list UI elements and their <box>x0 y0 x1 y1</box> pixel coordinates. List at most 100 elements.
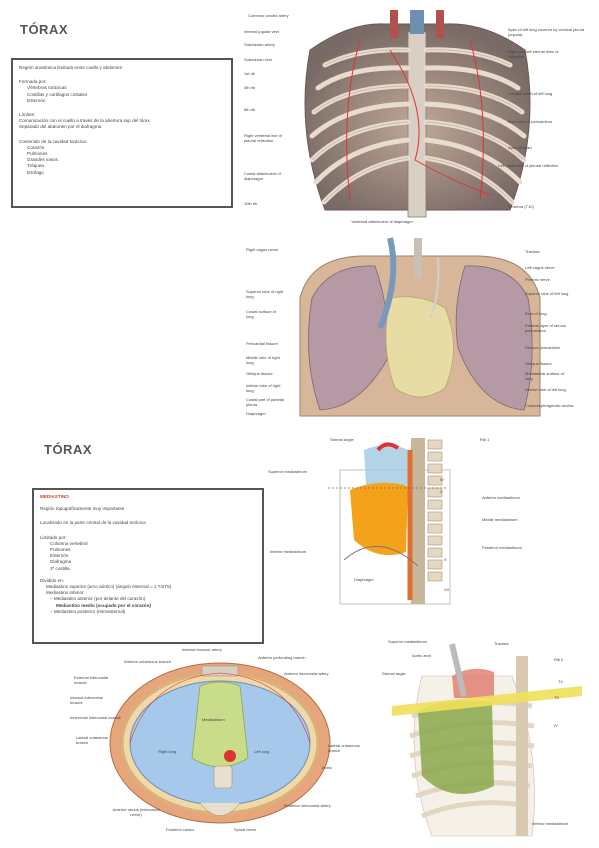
divided-item: Mediastino inferior <box>46 590 84 596</box>
lateral-label: Trachea <box>494 641 509 646</box>
mediastinum-info-box: MEDIASTINO Región topográficamente muy i… <box>32 488 264 644</box>
cross-label-top: Anterior intercostal artery <box>284 671 329 676</box>
cross-label-right: Posterior intercostal artery <box>284 803 331 808</box>
lung-label-right: Fibrous pericardium <box>525 345 561 350</box>
lateral-label: IV <box>554 723 558 728</box>
rib-label-right: Apex of heart <box>508 145 532 150</box>
sagittal-label: Posterior mediastinum <box>482 545 522 550</box>
lung-label-right: Parietal layer of serous pericardium <box>525 323 566 333</box>
lung-label-left: Diaphragm <box>246 411 266 416</box>
lung-label-right: Superior lobe of left lung <box>525 291 569 296</box>
divided-item: – Mediastino anterior (por delante del c… <box>50 596 146 602</box>
rib-label-right: Vertebra (T10) <box>508 204 534 209</box>
rib-label-left: 1st rib <box>244 71 255 76</box>
divided-item: Mediastino medio (ocupado por el corazón… <box>56 602 151 608</box>
formed-heading: Formada por: <box>19 79 47 85</box>
rib-label-left: Subclavian artery <box>244 42 275 47</box>
cross-label-left: Internal intercostal muscle <box>70 695 103 705</box>
lateral-label: Aortic arch <box>412 653 432 658</box>
sagittal-label: Middle mediastinum <box>482 517 518 522</box>
lateral-label: Sternal angle <box>382 671 406 676</box>
rib-label-left: Subclavian vein <box>244 57 273 62</box>
lateral-label: T4 <box>558 679 563 684</box>
rib-label-left: Right vertebral line of pleural reflecti… <box>244 133 282 143</box>
cross-label-left: Innermost intercostal muscle <box>70 715 121 720</box>
rib-label-right: Left costal line of pleural reflection <box>498 163 559 168</box>
cross-section-figure: Anterior cutaneous branch External inter… <box>70 647 370 838</box>
mediastinum-heading: MEDIASTINO <box>40 494 69 499</box>
lung-label-left: Superior lobe of right lung <box>246 289 284 299</box>
lung-label-right: Inferior lobe of left lung <box>525 387 566 392</box>
rib-label-left: 10th rib <box>244 201 258 206</box>
lung-label-left: Costal surface of lung <box>246 309 277 319</box>
rib-label-left: Costal attachment of diaphragm <box>244 171 281 181</box>
sagittal-label: Superior mediastinum <box>268 469 307 474</box>
cross-label-top: Anterior perforating branch <box>258 655 306 660</box>
limited-heading: Limitado por: <box>40 534 67 540</box>
page-title-bottom: TÓRAX <box>44 442 92 457</box>
lateral-figure: Superior mediastinum Trachea Aortic arch… <box>382 636 590 842</box>
contents-heading: Contenido de la cavidad torácica: <box>19 138 87 144</box>
lung-label-left: Middle lobe of right lung <box>246 355 280 365</box>
lateral-label: Inferior mediastinum <box>532 821 569 826</box>
cross-label-left: Anterior cutaneous branch <box>124 659 171 664</box>
lung-label-right: Left vagus nerve <box>525 265 555 270</box>
limited-item: Pulmones <box>50 547 71 553</box>
divided-item: – Mediastino posterior (retroesternal) <box>50 608 126 614</box>
rib-label-left: Internal jugular vein <box>244 29 279 34</box>
lung-label-right: Oblique fissure <box>525 361 552 366</box>
cross-section-illustration <box>109 662 331 824</box>
sagittal-label: IV <box>440 477 444 482</box>
lung-label-right: Phrenic nerve <box>525 277 550 282</box>
sagittal-label: Diaphragm <box>354 577 374 582</box>
contents-item: Grandes vasos <box>27 157 58 163</box>
contents-item: Tráquea <box>27 163 44 169</box>
lateral-illustration <box>392 643 582 837</box>
lung-label-left: Inferior lobe of right lung <box>246 383 281 393</box>
limits-item: Separado del abdomen por el diafragma <box>19 124 102 130</box>
cross-label-bottom: Posterior ramus <box>166 827 195 832</box>
limited-item: Esternón <box>50 553 69 559</box>
lungs-illustration <box>299 237 541 417</box>
limited-item: Diafragma <box>50 559 72 565</box>
rib-label-left: Common carotid artery <box>248 13 289 18</box>
thorax-info-box: Región anatómica limitada entre cuello y… <box>11 58 233 208</box>
cross-label-right: Lateral cutaneous branch <box>328 743 360 753</box>
sagittal-label: X <box>444 557 447 562</box>
limits-heading: Límites: <box>19 112 36 118</box>
cross-label-top: Internal thoracic artery <box>182 647 222 652</box>
sagittal-figure: Sternal angle Rib 1 Superior mediastinum… <box>268 430 590 606</box>
limited-item: 1ª costilla <box>50 565 70 571</box>
cross-label-inner: Mediastinum <box>202 717 225 722</box>
lateral-label: T5 <box>554 695 559 700</box>
rib-label-right: Cardiac notch of left lung <box>508 91 553 96</box>
sagittal-label: Sternal angle <box>330 437 354 442</box>
cross-label-right: Aorta <box>322 765 332 770</box>
mediastinum-subtitle: Región topográficamente muy importante <box>40 506 125 512</box>
lung-label-right: Trachea <box>525 249 540 254</box>
sagittal-label: Rib 1 <box>480 437 490 442</box>
sagittal-label: XII <box>444 587 449 592</box>
lung-label-right: Root of lung <box>525 311 547 316</box>
contents-item: Esófago <box>27 169 44 175</box>
cross-label-inner: Left lung <box>254 749 270 754</box>
mediastinum-location: Localizado en la parte central de la cav… <box>40 520 146 526</box>
cross-label-bottom: Anterior ramus (intercostal nerve) <box>112 807 160 817</box>
divided-item: Mediastino superior (arco aórtico) (ángu… <box>46 584 172 590</box>
limited-item: Columna vertebral <box>50 540 88 546</box>
page-title-top: TÓRAX <box>20 22 68 37</box>
sagittal-label: Anterior mediastinum <box>482 495 520 500</box>
rib-label-left: 6th rib <box>244 107 256 112</box>
lung-label-left: Oblique fissure <box>246 371 273 376</box>
lung-label-right: Mediastinal surface of lung <box>525 371 564 381</box>
lung-label-left: Costal part of parietal pleura <box>246 397 285 407</box>
lateral-label: Rib II <box>554 657 564 662</box>
cross-label-inner: Right lung <box>158 749 177 754</box>
formed-item: Costillas y cartílagos costales <box>27 91 88 97</box>
contents-item: Pulmones <box>27 151 48 157</box>
lung-label-left: Right vagus nerve <box>246 247 279 252</box>
rib-label-right: Bare area of pericardium <box>508 119 553 124</box>
cross-label-bottom: Spinal nerve <box>234 827 257 832</box>
rib-label-right: Right and left sternal lines of reflecti… <box>508 49 559 59</box>
limits-item: Comunicación con el cuello a través de l… <box>19 118 150 124</box>
